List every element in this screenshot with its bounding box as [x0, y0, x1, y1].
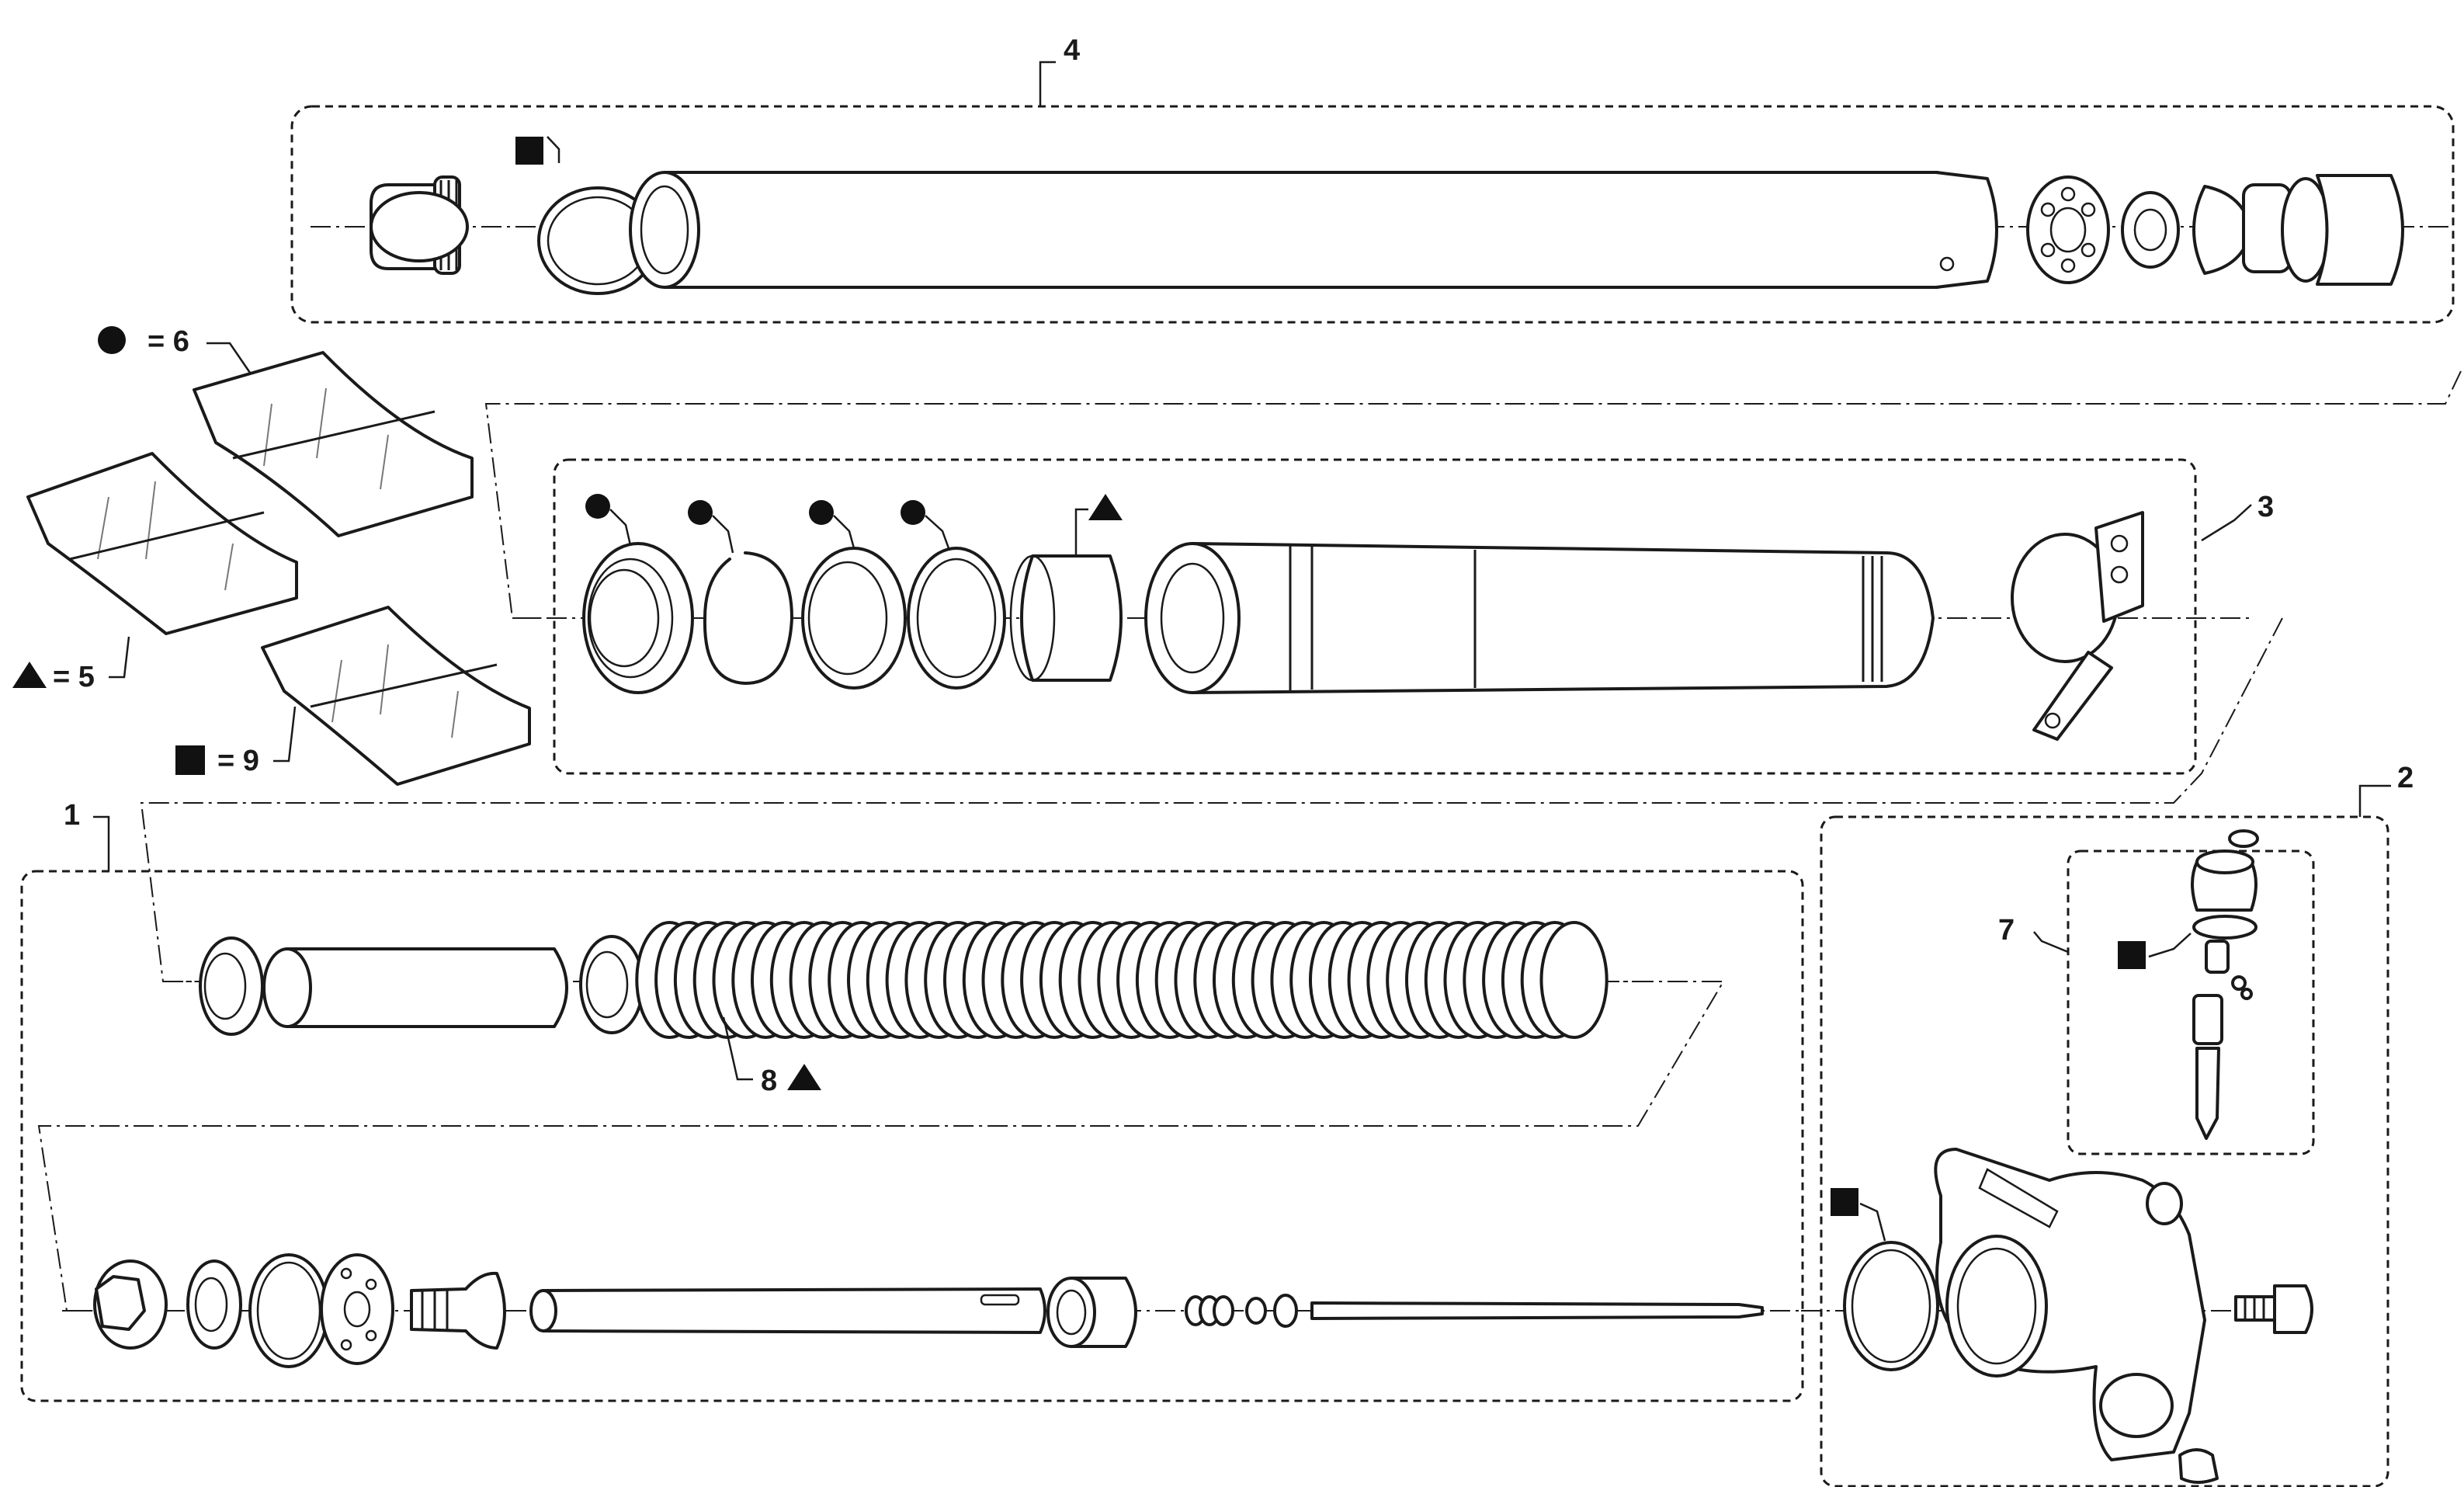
kit-bag-5 [26, 452, 298, 635]
legend-circle-mark-4 [901, 500, 925, 525]
slide-bushing [1009, 554, 1123, 682]
callout-3: 3 [2258, 491, 2274, 523]
rod-bolt [410, 1271, 506, 1350]
dust-seal [582, 542, 694, 694]
spring-guide-washer [579, 935, 644, 1034]
main-fork-spring [635, 921, 1609, 1039]
callout-4: 4 [1064, 34, 1080, 67]
callout-7: 7 [1998, 914, 2015, 947]
group-1-assembly: 8 [20, 799, 1804, 1402]
lower-leg-tube [1144, 542, 1935, 694]
legend-circle-mark-2 [688, 500, 713, 525]
valve-washer [186, 1259, 242, 1350]
legend-circle-mark-1 [585, 494, 610, 519]
group-1-box [20, 870, 1804, 1402]
stanchion-tube [629, 171, 1998, 289]
group-2-box [1820, 815, 2389, 1487]
washer-ring [907, 547, 1006, 690]
legend-square-symbol [175, 745, 205, 775]
oil-seal [801, 547, 907, 690]
callout-1: 1 [64, 799, 80, 832]
rod-bushing [1046, 1277, 1137, 1348]
fork-foot-oring [1843, 1241, 1939, 1371]
group-4-box [290, 105, 2455, 324]
group-4-assembly: 4 [290, 34, 2455, 324]
legend-circle-text: = 6 [147, 325, 189, 358]
piston-parts [2026, 174, 2404, 286]
callout-2: 2 [2397, 762, 2414, 794]
legend-kits: = 6 = 5 = 9 [12, 325, 531, 786]
legend-triangle-mark-mid [1088, 494, 1123, 520]
group-7-box [2067, 849, 2315, 1155]
legend-square-mark-valve [2118, 941, 2146, 969]
fork-clamp-bracket [2011, 511, 2144, 741]
piston-ring [248, 1253, 329, 1368]
retaining-clip [703, 551, 793, 685]
legend-circle-mark-3 [809, 500, 834, 525]
spring-seat-washer [199, 936, 264, 1036]
small-spring-valve [1185, 1294, 1298, 1328]
fork-foot-casting [1934, 1148, 2206, 1461]
legend-square-mark-top [515, 137, 543, 165]
legend-triangle-mark-spring [787, 1064, 821, 1090]
top-cap-nut [370, 175, 469, 275]
legend-square-text: = 9 [217, 745, 259, 777]
cartridge-valve [2191, 829, 2259, 1140]
damper-rod [529, 1287, 1046, 1334]
group-3-assembly: 3 [512, 458, 2274, 775]
legend-triangle-text: = 5 [53, 661, 95, 693]
axle-pinch-bolt [2234, 1284, 2313, 1334]
drain-screw [2178, 1448, 2219, 1484]
legend-square-mark-foot [1831, 1188, 1858, 1216]
legend-triangle-symbol [12, 662, 47, 688]
rod-nut [93, 1259, 168, 1350]
adjuster-needle [1310, 1301, 1764, 1320]
spring-coil [1539, 921, 1609, 1039]
spring-spacer-tube [262, 947, 568, 1028]
group-3-box [553, 458, 2197, 775]
legend-circle-symbol [98, 326, 126, 354]
callout-8: 8 [761, 1065, 777, 1097]
kit-bag-6 [193, 351, 474, 537]
group-2-assembly: 2 7 [1801, 762, 2414, 1487]
kit-bag-9 [261, 606, 531, 786]
damper-piston [320, 1253, 394, 1365]
